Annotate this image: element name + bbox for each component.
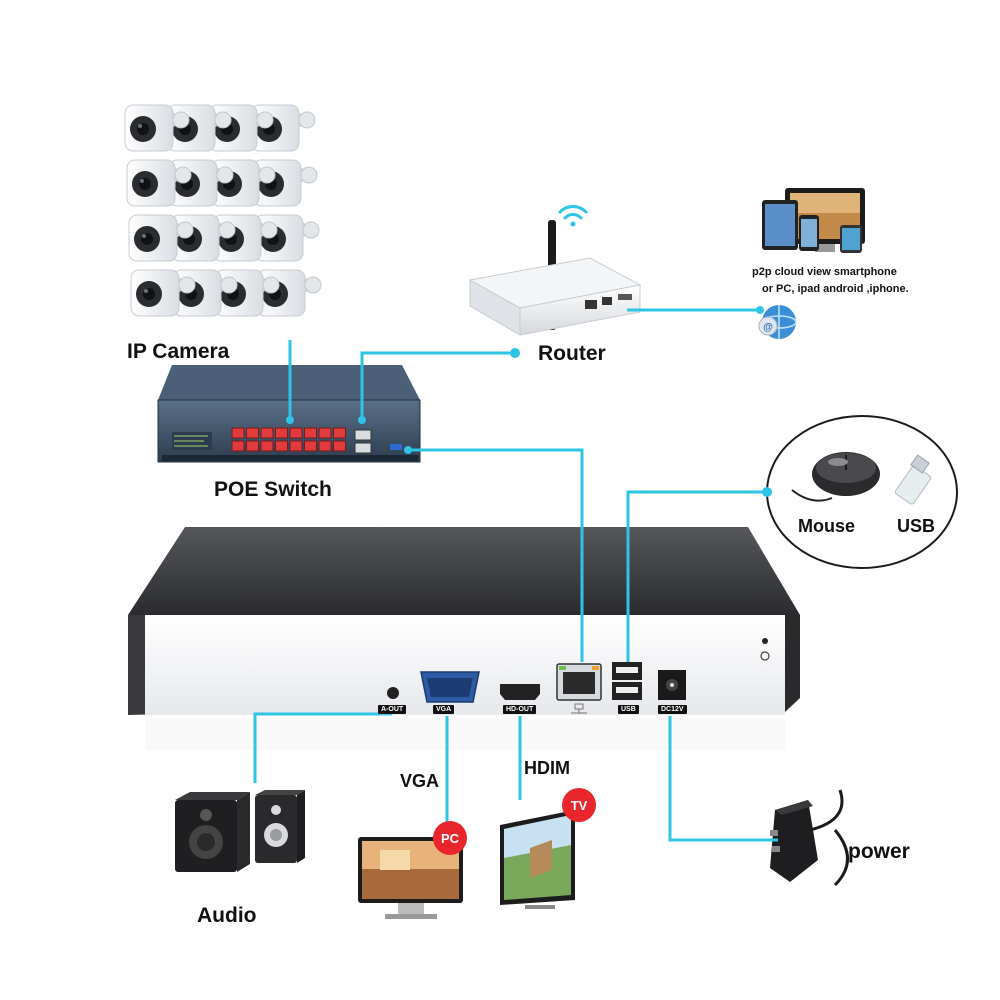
poe-port [304,427,317,439]
uplink-port [354,429,372,441]
hdmi-port [500,684,540,700]
tv-badge: TV [562,788,596,822]
label-power: power [848,840,910,863]
peripherals-bubble [766,415,958,569]
label-usb: USB [897,516,936,536]
port-tag-usb: USB [618,705,639,714]
switch-nvr-line [408,448,584,662]
poe-port [333,440,346,452]
ip-camera-group [124,104,322,317]
power-adapter-icon [770,789,849,887]
poe-port [289,440,303,452]
power-led [762,638,768,644]
ip-camera-icon [128,214,194,262]
tv-badge-text: TV [571,798,588,813]
label-poe-switch: POE Switch [214,478,332,501]
ground-icon [760,651,770,661]
usb-stick-icon [894,454,932,505]
svg-text:@: @ [763,322,773,333]
poe-port [260,440,274,452]
router-port [602,297,612,305]
router-device [468,205,642,336]
router-switch-line [360,351,515,420]
wifi-icon [558,205,588,227]
mouse-icon [791,452,880,502]
usb-nvr-line [626,490,767,662]
power-line [668,716,778,842]
label-router: Router [538,342,606,365]
router-port [618,294,632,300]
label-mouse: Mouse [798,516,856,536]
connector-dots [286,306,772,497]
cloud-text-line-1: p2p cloud view smartphone [752,266,897,278]
ip-camera-icon [250,104,316,152]
pc-badge: PC [433,821,467,855]
switch-ports [231,427,346,452]
poe-port [246,440,259,452]
poe-port [260,427,274,439]
poe-port [231,440,245,452]
label-ip-camera: IP Camera [127,340,230,363]
port-tag-dc: DC12V [658,705,687,714]
audio-out-jack [387,687,399,699]
switch-led [390,444,402,450]
poe-port [231,427,245,439]
network-icon [571,703,587,714]
tv-icon [500,810,575,909]
ip-camera-icon [252,159,318,207]
nvr-device [128,527,800,750]
router-port [585,300,597,309]
connector-lines [253,308,778,842]
poe-port [275,427,288,439]
poe-port [318,440,332,452]
cloud-text-line-2: or PC, ipad android ,iphone. [762,283,909,295]
port-tag-audio-out: A-OUT [378,705,407,714]
uplink-port [354,442,372,454]
port-tag-hd-out: HD-OUT [503,705,537,714]
poe-port [246,427,259,439]
poe-port [289,427,303,439]
label-vga: VGA [400,771,440,791]
speakers-icon [175,790,305,872]
poe-port [275,440,288,452]
poe-port [318,427,332,439]
ip-camera-icon [256,269,322,317]
pc-badge-text: PC [441,831,460,846]
ip-camera-icon [126,159,192,207]
globe-icon: @ [758,305,797,339]
audio-line [253,712,392,783]
port-tag-vga: VGA [433,705,455,714]
label-hdim: HDIM [524,758,570,778]
cloud-devices-illustration: @ [758,188,865,339]
poe-port [304,440,317,452]
ip-camera-icon [254,214,320,262]
poe-port [333,427,346,439]
label-audio: Audio [197,904,257,927]
ip-camera-icon [130,269,196,317]
ip-camera-icon [124,104,190,152]
